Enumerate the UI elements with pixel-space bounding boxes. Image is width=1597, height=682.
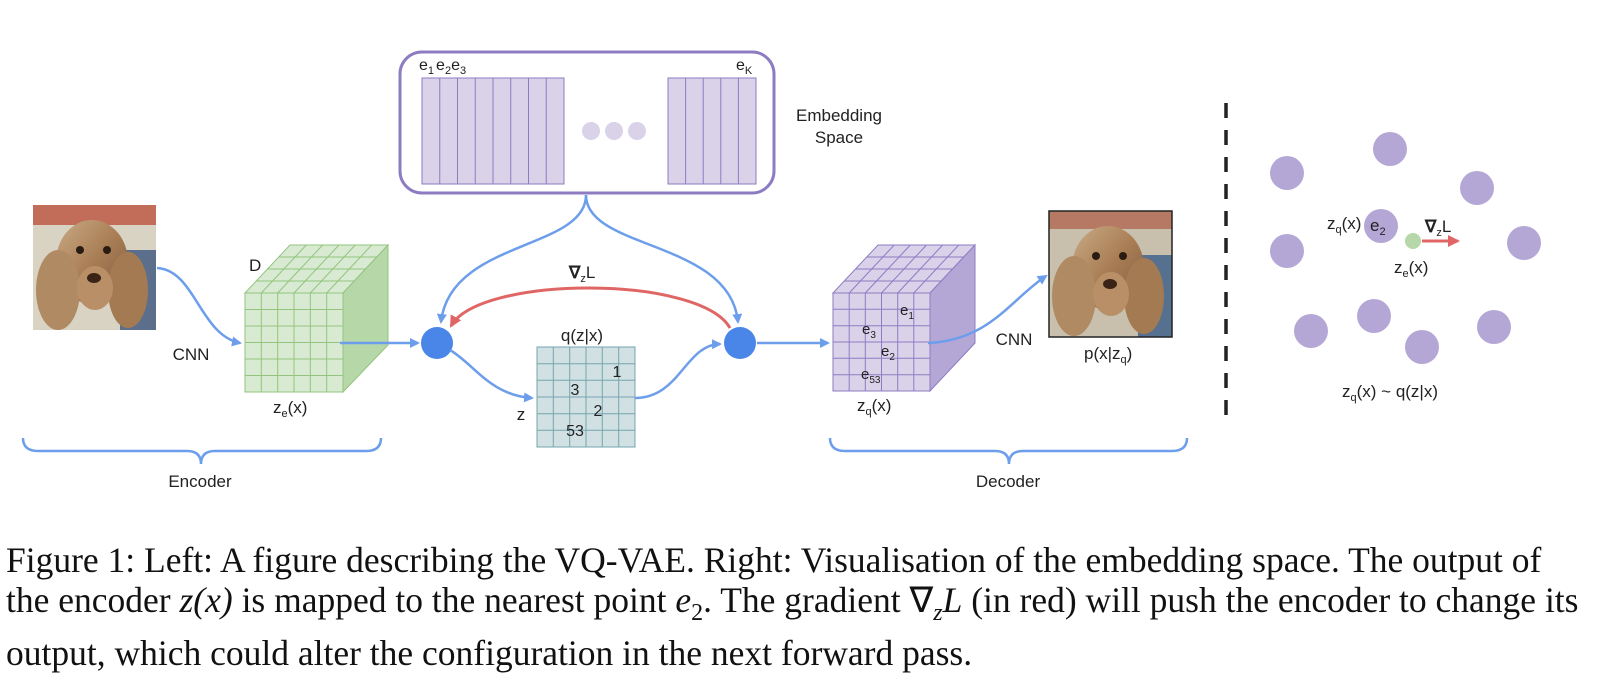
encoder-cnn-arrow <box>156 266 242 347</box>
codes-grid: 1 3 2 53 <box>536 346 636 448</box>
qzx-label: q(z|x) <box>561 326 603 345</box>
embedding-visualisation: zq(x) e2 ∇zL ze(x) zq(x) ~ q(z|x) <box>1270 132 1541 404</box>
embedding-space-title-1: Embedding <box>796 106 882 125</box>
ellipsis-dot <box>605 122 623 140</box>
input-dog-image <box>33 205 156 330</box>
embedding-to-decoder-node-arrow <box>584 194 743 324</box>
embedding-point <box>1507 226 1541 260</box>
grid-value: 3 <box>571 382 580 399</box>
embedding-point <box>1270 156 1304 190</box>
depth-label: D <box>249 256 261 275</box>
decoder-cnn-label: CNN <box>996 330 1033 349</box>
encoder-cnn-label: CNN <box>173 345 210 364</box>
gradient-point-label: ∇zL <box>1424 217 1451 239</box>
grid-value: 53 <box>566 423 584 440</box>
encoder-node <box>421 327 453 359</box>
zq-point-label: zq(x) <box>1327 214 1361 236</box>
embedding-to-encoder-node-arrow <box>436 194 588 324</box>
ellipsis-dot <box>628 122 646 140</box>
decoder-cnn-arrow <box>927 274 1048 345</box>
embedding-vectors-right <box>667 77 757 185</box>
node-to-grid-arrow <box>449 348 534 403</box>
embedding-point <box>1460 171 1494 205</box>
z-label: z <box>517 405 526 424</box>
figure-caption: Figure 1: Left: A figure describing the … <box>6 540 1579 674</box>
embedding-point <box>1294 314 1328 348</box>
ze-label: ze(x) <box>273 398 307 420</box>
embedding-vectors-left <box>421 77 565 185</box>
embedding-point <box>1477 310 1511 344</box>
encoder-brace <box>21 437 383 465</box>
output-dog-image <box>1048 210 1173 338</box>
e2-point-label: e2 <box>1370 216 1386 238</box>
encoder-label: Encoder <box>168 472 232 491</box>
gradient-arrow <box>449 286 732 329</box>
embedding-point <box>1405 330 1439 364</box>
decoder-input-cube: e1 e3 e2 e53 <box>831 243 977 393</box>
grid-value: 1 <box>613 364 622 381</box>
ze-point-label: ze(x) <box>1394 258 1428 280</box>
encoder-output-cube <box>243 243 390 394</box>
zq-distribution-label: zq(x) ~ q(z|x) <box>1342 382 1438 404</box>
embedding-point-e2 <box>1364 209 1398 243</box>
embedding-point <box>1357 299 1391 333</box>
decoder-label: Decoder <box>976 472 1041 491</box>
decoder-brace <box>828 437 1189 465</box>
ellipsis-dot <box>582 122 600 140</box>
embedding-point <box>1373 132 1407 166</box>
embedding-point <box>1270 234 1304 268</box>
embedding-space-title-2: Space <box>815 128 863 147</box>
pxzq-label: p(x|zq) <box>1084 344 1132 366</box>
gradient-label: ∇zL <box>568 263 595 285</box>
eK-label: eK <box>736 57 753 77</box>
decoder-node <box>724 327 756 359</box>
grid-to-node-arrow <box>634 339 722 400</box>
grid-value: 2 <box>594 403 603 420</box>
encoder-output-point <box>1405 233 1421 249</box>
zq-label: zq(x) <box>857 396 891 418</box>
